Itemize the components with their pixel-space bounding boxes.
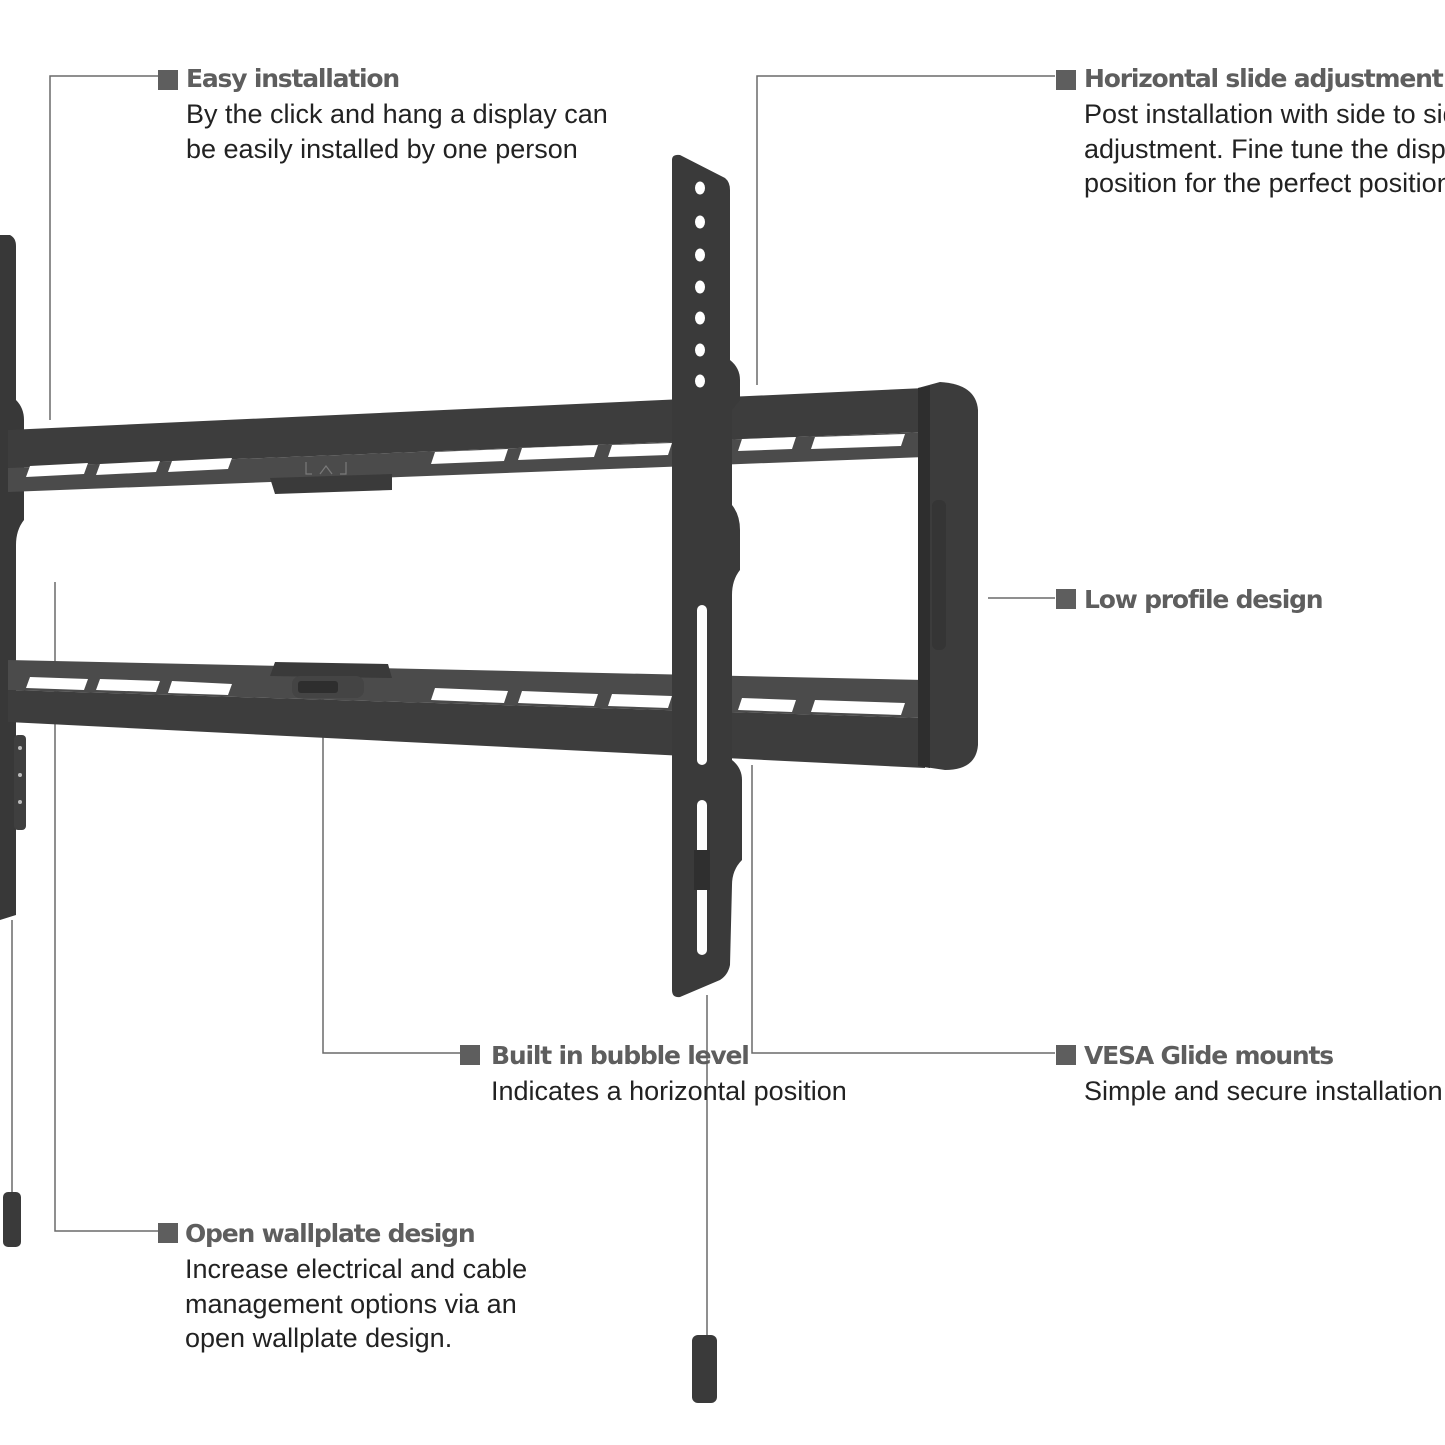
left-wall-plate	[0, 235, 26, 1247]
bullet-square-icon	[1056, 1045, 1076, 1065]
callout-line: Indicates a horizontal position	[491, 1076, 847, 1106]
leader-line-wallplate	[54, 582, 158, 1232]
callout-title: Low profile design	[1084, 585, 1324, 614]
callout-description: Post installation with side to side adju…	[1084, 97, 1445, 201]
callout-description: Indicates a horizontal position	[491, 1074, 847, 1109]
leader-line-vesa	[751, 765, 1055, 1054]
callout-line: Simple and secure installation	[1084, 1076, 1443, 1106]
callout-title: Easy installation	[186, 64, 400, 93]
bullet-square-icon	[1056, 589, 1076, 609]
leader-lines	[49, 75, 1055, 1232]
callout-description: Simple and secure installation	[1084, 1074, 1443, 1109]
top-rail	[8, 388, 925, 494]
bullet-square-icon	[1056, 70, 1076, 90]
bullet-square-icon	[158, 1223, 178, 1243]
callout-description: By the click and hang a display can be e…	[186, 97, 608, 166]
callout-description: Increase electrical and cable management…	[185, 1252, 527, 1356]
callout-line: be easily installed by one person	[186, 133, 578, 164]
callout-title: Built in bubble level	[491, 1041, 750, 1070]
leader-line-easy	[49, 75, 158, 420]
callout-line: position for the perfect position	[1084, 168, 1445, 198]
callout-title: VESA Glide mounts	[1084, 1041, 1334, 1070]
callout-line: By the click and hang a display can	[186, 99, 608, 129]
rail-end-cap	[918, 382, 978, 770]
bullet-square-icon	[158, 70, 178, 90]
callout-title: Horizontal slide adjustment	[1084, 64, 1444, 93]
callout-line: Increase electrical and cable	[185, 1254, 528, 1284]
callout-line: open wallplate design.	[185, 1323, 453, 1353]
leader-line-horizontal	[756, 75, 1055, 385]
leader-line-bubble	[322, 690, 460, 1054]
callout-line: Post installation with side to side	[1084, 99, 1445, 129]
callout-line: adjustment. Fine tune the display	[1084, 133, 1445, 164]
bottom-rail	[8, 660, 925, 768]
bullet-square-icon	[460, 1045, 480, 1065]
vesa-arm	[672, 154, 742, 1403]
callout-title: Open wallplate design	[185, 1219, 476, 1248]
callout-line: management options via an	[185, 1288, 517, 1319]
